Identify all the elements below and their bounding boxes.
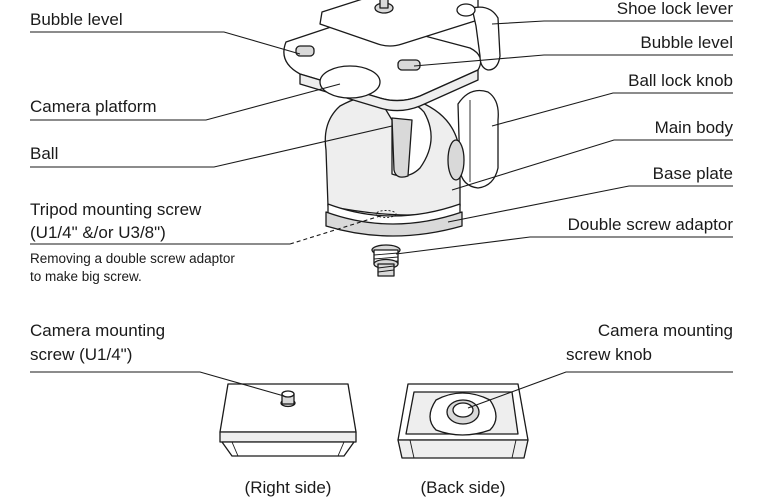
labels: Bubble level Shoe lock lever Bubble leve… <box>30 0 733 497</box>
label-shoe-lock-lever: Shoe lock lever <box>617 0 734 18</box>
label-camera-platform: Camera platform <box>30 97 157 116</box>
leader-tripod-screw-dashed <box>289 215 381 245</box>
leader-double-screw-adaptor <box>395 236 733 255</box>
label-ball: Ball <box>30 144 58 163</box>
leader-camera-platform <box>30 83 341 121</box>
label-adaptor-note-line1: Removing a double screw adaptor <box>30 251 235 266</box>
bubble-level-left-vial <box>295 45 315 57</box>
leader-base-plate <box>447 185 733 223</box>
label-tripod-screw-line2: (U1/4" &/or U3/8") <box>30 223 166 242</box>
shoe-lock-lever-shape <box>456 3 501 71</box>
label-camera-knob-line1: Camera mounting <box>598 321 733 340</box>
leader-ball <box>30 125 393 168</box>
label-double-screw-adaptor: Double screw adaptor <box>568 215 734 234</box>
leader-lines-bottom <box>30 371 733 409</box>
leader-bubble-level-left <box>30 31 301 55</box>
label-camera-screw-line2: screw (U1/4") <box>30 345 132 364</box>
label-ball-lock-knob: Ball lock knob <box>628 71 733 90</box>
leader-ball-lock-knob <box>491 92 733 127</box>
ball-shape <box>379 98 432 178</box>
label-adaptor-note-line2: to make big screw. <box>30 269 142 284</box>
label-right-side: (Right side) <box>245 478 332 497</box>
label-back-side: (Back side) <box>420 478 505 497</box>
label-bubble-level-left: Bubble level <box>30 10 123 29</box>
bubble-level-right-vial <box>397 59 421 71</box>
leader-shoe-lock-lever <box>491 20 733 25</box>
label-main-body: Main body <box>655 118 734 137</box>
leader-camera-mounting-screw <box>30 371 285 397</box>
leader-main-body <box>451 139 733 191</box>
leader-lines-main <box>30 20 733 255</box>
label-tripod-screw-line1: Tripod mounting screw <box>30 200 202 219</box>
double-screw-adaptor-shape <box>371 244 401 277</box>
camera-platform-shape <box>283 19 482 112</box>
label-bubble-level-right: Bubble level <box>640 33 733 52</box>
ball-head-illustration <box>283 0 501 277</box>
base-plate-shape <box>325 210 463 237</box>
leader-bubble-level-right <box>413 54 733 67</box>
label-base-plate: Base plate <box>653 164 733 183</box>
leader-camera-mounting-screw-knob <box>467 371 733 409</box>
label-camera-screw-line1: Camera mounting <box>30 321 165 340</box>
back-side-plate-illustration <box>397 383 529 459</box>
right-side-plate-illustration <box>219 383 357 457</box>
label-camera-knob-line2: screw knob <box>566 345 652 364</box>
ball-lock-knob-shape <box>447 89 499 189</box>
